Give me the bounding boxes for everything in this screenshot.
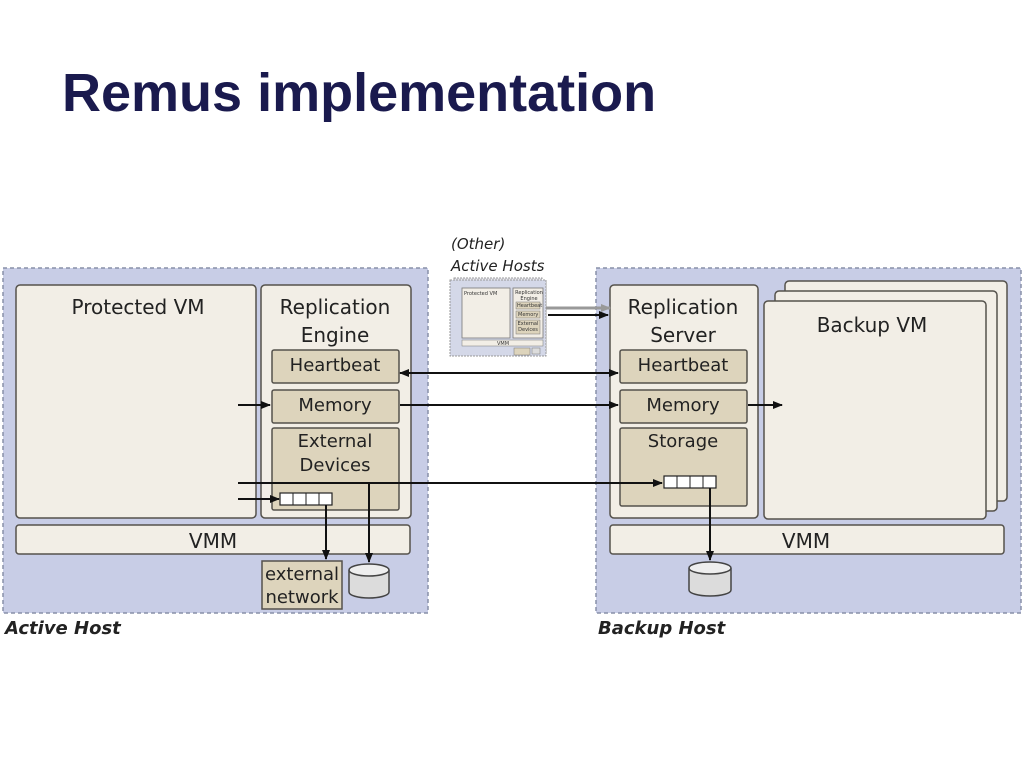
engine-heartbeat-label: Heartbeat	[289, 355, 381, 376]
external-network-label-1: external	[264, 564, 340, 585]
server-heartbeat-label: Heartbeat	[637, 355, 729, 376]
backup-disk-icon	[688, 561, 732, 597]
engine-memory-box	[271, 389, 400, 424]
mini-external-devices-label: External Devices	[517, 321, 539, 333]
mini-protected-vm-label: Protected VM	[464, 291, 498, 297]
active-disk-icon	[348, 563, 390, 599]
other-hosts-thumbnail	[449, 277, 547, 357]
active-buffer	[279, 492, 333, 506]
active-vmm-box	[15, 524, 411, 555]
engine-memory-label: Memory	[298, 395, 372, 416]
mini-replication-engine-label: Replication Engine	[515, 290, 543, 302]
server-heartbeat-box	[619, 349, 748, 384]
backup-vm-box	[763, 300, 987, 520]
server-memory-box	[619, 389, 748, 424]
replication-engine-label-2: Engine	[300, 323, 370, 347]
protected-vm-box	[15, 284, 257, 519]
engine-heartbeat-box	[271, 349, 400, 384]
storage-label: Storage	[647, 431, 719, 452]
external-devices-label-2: Devices	[299, 455, 371, 476]
external-network-box	[261, 560, 343, 610]
slide-title: Remus implementation	[62, 63, 657, 123]
replication-server-label-2: Server	[650, 323, 716, 347]
external-network-label-2: network	[265, 587, 339, 608]
active-vmm-label: VMM	[188, 529, 238, 553]
active-host-label: Active Host	[5, 618, 121, 639]
external-devices-box	[271, 427, 400, 511]
storage-buffer	[663, 475, 717, 489]
backup-vmm-box	[609, 524, 1005, 555]
backup-host-label: Backup Host	[598, 618, 726, 639]
mini-vmm-label: VMM	[497, 341, 510, 347]
server-memory-label: Memory	[646, 395, 720, 416]
other-hosts-label-2: Active Hosts	[451, 257, 545, 275]
replication-server-label-1: Replication	[627, 295, 739, 319]
replication-engine-label-1: Replication	[279, 295, 391, 319]
protected-vm-label: Protected VM	[71, 295, 205, 319]
mini-heartbeat-label: Heartbeat	[517, 303, 543, 309]
backup-vmm-label: VMM	[781, 529, 831, 553]
other-hosts-label-1: (Other)	[451, 235, 506, 253]
mini-memory-label: Memory	[518, 312, 539, 318]
external-devices-label-1: External	[297, 431, 373, 452]
backup-vm-label: Backup VM	[816, 313, 928, 337]
